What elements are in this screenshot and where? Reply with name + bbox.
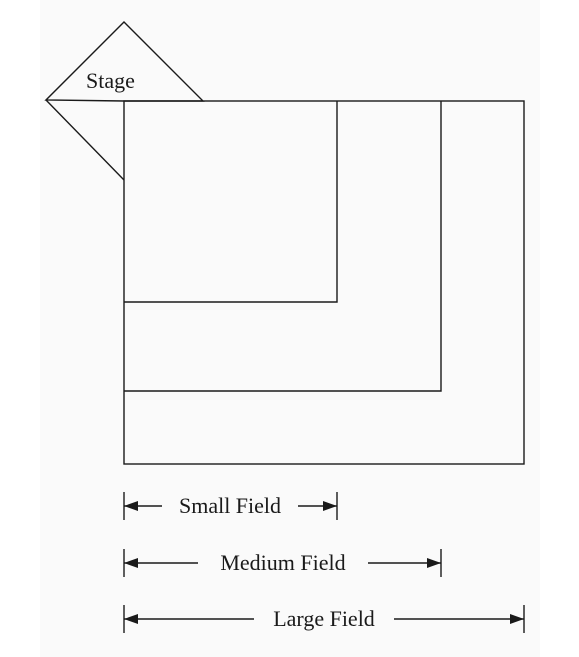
- medium-field-arrow-left: [124, 558, 138, 568]
- medium-field-label: Medium Field: [220, 550, 345, 575]
- medium-field-box: [124, 101, 442, 392]
- small-field-dimension: Small Field: [123, 492, 338, 520]
- medium-field-dimension: Medium Field: [123, 549, 442, 577]
- small-field-arrow-left: [124, 501, 138, 511]
- stage-label: Stage: [86, 68, 135, 93]
- large-field-arrow-right: [510, 614, 524, 624]
- medium-field-arrow-right: [427, 558, 441, 568]
- stage-edge-lower: [45, 99, 125, 181]
- small-field-label: Small Field: [179, 493, 281, 518]
- large-field-dimension: Large Field: [123, 605, 525, 633]
- large-field-arrow-left: [124, 614, 138, 624]
- small-field-box: [124, 101, 338, 303]
- large-field-box: [123, 100, 525, 465]
- large-field-label: Large Field: [273, 606, 375, 631]
- small-field-arrow-right: [323, 501, 337, 511]
